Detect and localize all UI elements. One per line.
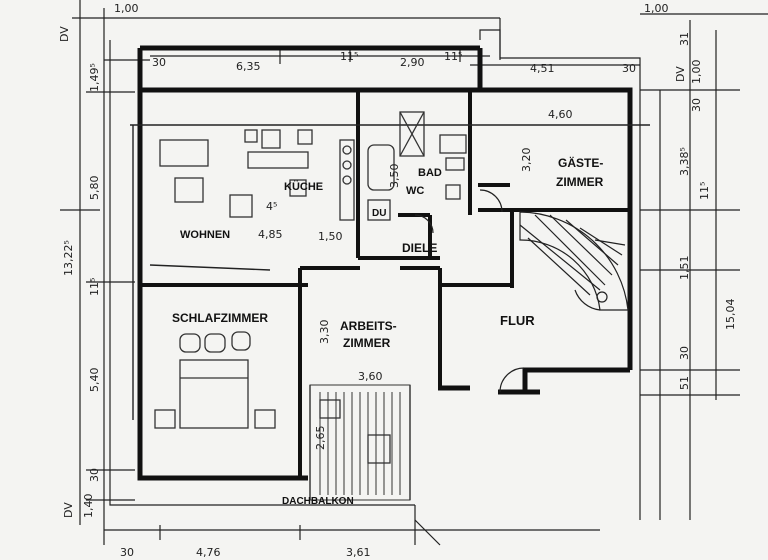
- dim-top-100-right: 1,00: [644, 2, 669, 15]
- dim-left-dv2: DV: [62, 502, 75, 518]
- label-gaeste-2: ZIMMER: [556, 175, 604, 189]
- dim-left-13225: 13,22⁵: [62, 240, 75, 276]
- dim-bottom-476: 4,76: [196, 546, 221, 559]
- dim-balkon-265: 2,65: [314, 426, 327, 451]
- label-arbeits-1: ARBEITS-: [340, 319, 397, 333]
- spiral-staircase: [519, 211, 629, 311]
- dim-right-30: 30: [690, 98, 703, 112]
- label-du: DU: [372, 208, 386, 219]
- label-wc: WC: [406, 185, 424, 197]
- dim-left-580: 5,80: [88, 176, 101, 201]
- dim-wohnen-45: 4⁵: [266, 200, 277, 213]
- dim-bottom-361: 3,61: [346, 546, 371, 559]
- dim-top-30: 30: [152, 56, 166, 69]
- dim-right-100: 1,00: [690, 60, 703, 85]
- dim-right-dv: DV: [674, 66, 687, 82]
- dim-right-338: 3,38⁵: [678, 147, 691, 176]
- dim-right-30b: 30: [678, 346, 691, 360]
- dim-bad-350: 3,50: [388, 164, 401, 189]
- dim-right-151: 1,51: [678, 256, 691, 281]
- dim-wohnen-485: 4,85: [258, 228, 283, 241]
- label-flur: FLUR: [500, 313, 535, 328]
- dim-left-140: 1,40: [82, 494, 95, 519]
- dim-top-115b: 11⁵: [444, 50, 462, 63]
- dim-right-31: 31: [678, 32, 691, 46]
- dim-left-30: 30: [88, 468, 101, 482]
- dim-left-dv: DV: [58, 26, 71, 42]
- dim-left-149: 1,49⁵: [88, 63, 101, 92]
- outer-outline: [109, 29, 641, 546]
- label-kueche: KÜCHE: [284, 180, 323, 193]
- dim-arbeits-330: 3,30: [318, 320, 331, 345]
- dim-top-290: 2,90: [400, 56, 425, 69]
- label-arbeits-2: ZIMMER: [343, 336, 391, 350]
- dim-left-540: 5,40: [88, 368, 101, 393]
- exterior-walls: [137, 45, 633, 481]
- label-bad: BAD: [418, 167, 442, 179]
- dim-top-30b: 30: [622, 62, 636, 75]
- dim-arbeits-360: 3,60: [358, 370, 383, 383]
- dim-top-100-left: 1,00: [114, 2, 139, 15]
- label-gaeste-1: GÄSTE-: [558, 155, 603, 170]
- dim-gaeste-320: 3,20: [520, 148, 533, 173]
- dim-right-1504: 15,04: [724, 299, 737, 331]
- label-schlafzimmer: SCHLAFZIMMER: [172, 311, 268, 325]
- dimension-lines: [60, 0, 768, 545]
- dim-left-11: 11⁵: [88, 278, 101, 296]
- label-dachbalkon: DACHBALKON: [282, 496, 354, 507]
- interior-walls: [140, 90, 630, 478]
- dim-top-635: 6,35: [236, 60, 261, 73]
- dim-top-115: 11⁵: [340, 50, 358, 63]
- doors: [414, 189, 525, 393]
- label-diele: DIELE: [402, 241, 437, 255]
- furniture: [154, 111, 467, 464]
- dim-bottom-30: 30: [120, 546, 134, 559]
- dim-right-11: 11⁵: [698, 182, 711, 200]
- dim-right-51: 51: [678, 376, 691, 390]
- dim-wohnen-150: 1,50: [318, 230, 343, 243]
- dim-top-451: 4,51: [530, 62, 555, 75]
- balcony-hatch: [309, 384, 411, 501]
- dim-gaeste-460: 4,60: [548, 108, 573, 121]
- label-wohnen: WOHNEN: [180, 229, 230, 241]
